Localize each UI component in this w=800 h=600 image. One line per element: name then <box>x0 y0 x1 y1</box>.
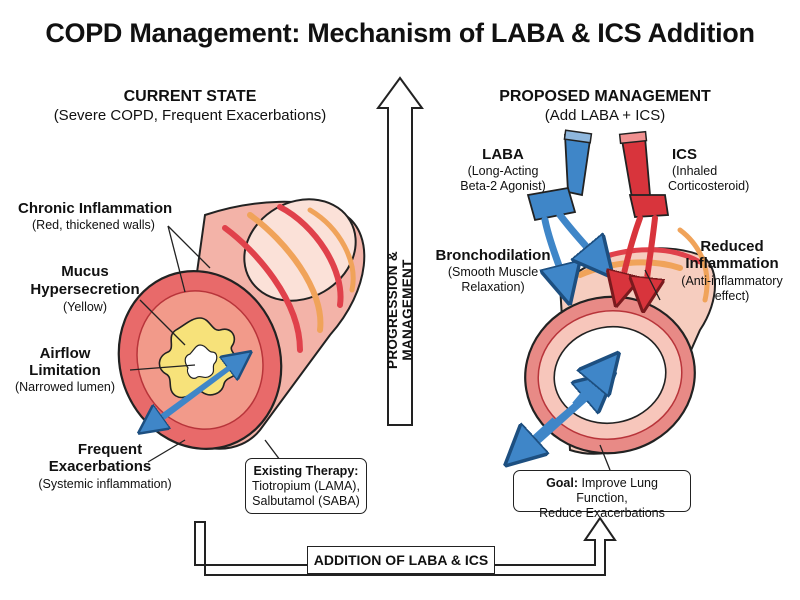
proposed-subheading: (Add LABA + ICS) <box>544 107 666 124</box>
chronic-inflammation-label: Chronic Inflammation <box>18 200 173 217</box>
center-vertical-arrow <box>376 76 424 426</box>
reduced-inflammation-line1: Reduced <box>700 238 764 255</box>
treated-airway-illustration <box>513 227 716 467</box>
addition-label-box: ADDITION OF LABA & ICS <box>307 546 495 574</box>
laba-line1: (Long-Acting <box>467 164 539 178</box>
inflamed-airway-illustration <box>117 198 366 450</box>
ics-line1: (Inhaled <box>672 164 718 178</box>
laba-action-arrows <box>545 211 600 285</box>
airflow-label-line2: Limitation <box>29 362 101 379</box>
laba-line2: Beta-2 Agonist) <box>460 179 546 193</box>
proposed-heading: PROPOSED MANAGEMENT <box>499 88 711 105</box>
goal-title: Goal: <box>546 476 579 490</box>
progression-management-label: PROGRESSION & MANAGEMENT <box>385 251 415 369</box>
diagram-title: COPD Management: Mechanism of LABA & ICS… <box>45 18 755 48</box>
exacerbations-note: (Systemic inflammation) <box>38 477 172 491</box>
reduced-inflammation-note2: effect) <box>714 289 750 303</box>
existing-therapy-line1: Tiotropium (LAMA), <box>252 479 360 493</box>
mucus-note: (Yellow) <box>62 300 107 314</box>
goal-box: Goal: Improve Lung Function, Reduce Exac… <box>513 470 691 520</box>
exacerbations-label-line1: Frequent <box>77 441 143 458</box>
airflow-note: (Narrowed lumen) <box>14 380 116 394</box>
mucus-label-line1: Mucus <box>61 263 109 280</box>
airflow-label-line1: Airflow <box>39 345 91 362</box>
laba-inhaler-icon <box>526 129 593 222</box>
laba-label: LABA <box>482 146 524 163</box>
existing-therapy-line2: Salbutamol (SABA) <box>252 494 360 508</box>
reduced-inflammation-line2: Inflammation <box>685 255 779 272</box>
existing-therapy-title: Existing Therapy: <box>253 464 359 478</box>
bronchodilation-line2: Relaxation) <box>461 280 525 294</box>
chronic-inflammation-note: (Red, thickened walls) <box>32 218 155 232</box>
current-state-subheading: (Severe COPD, Frequent Exacerbations) <box>53 107 327 124</box>
goal-line1: Improve Lung Function, <box>576 476 658 505</box>
reduced-inflammation-note1: (Anti-inflammatory <box>681 274 783 288</box>
right-leader-lines <box>599 269 661 471</box>
goal-line2: Reduce Exacerbations <box>539 506 665 520</box>
mucus-label-line2: Hypersecretion <box>30 281 140 298</box>
existing-therapy-box: Existing Therapy: Tiotropium (LAMA), Sal… <box>245 458 367 514</box>
bronchodilation-line1: (Smooth Muscle <box>447 265 539 279</box>
ics-inhaler-icon <box>618 130 670 218</box>
ics-action-arrows <box>620 215 655 295</box>
bronchodilation-label: Bronchodilation <box>435 247 551 264</box>
bottom-l-arrow <box>194 516 617 576</box>
left-leader-lines <box>129 225 281 463</box>
ics-label: ICS <box>672 146 698 163</box>
exacerbations-label-line2: Exacerbations <box>48 458 152 475</box>
ics-line2: Corticosteroid) <box>668 179 750 193</box>
current-state-heading: CURRENT STATE <box>123 88 257 105</box>
